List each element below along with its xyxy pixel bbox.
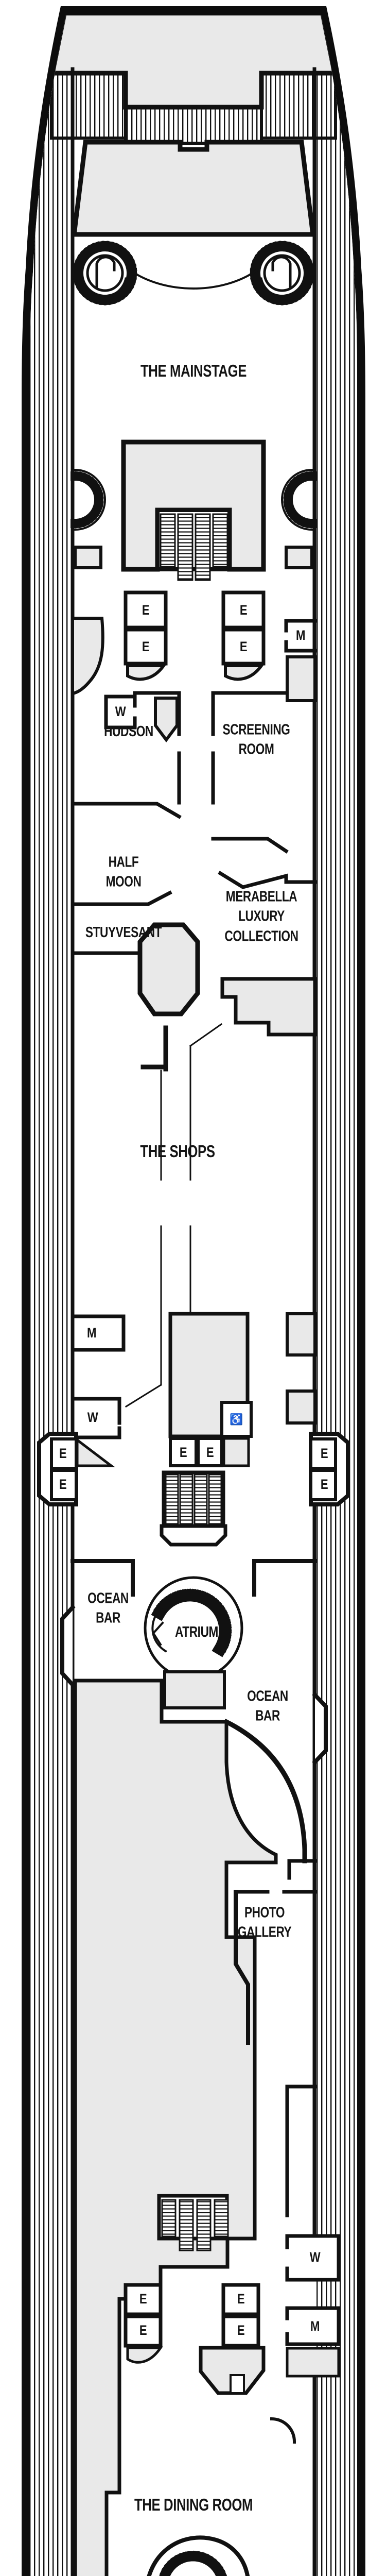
mens-room-label: M <box>295 628 306 643</box>
womens-room-label: W <box>115 704 126 720</box>
dining-entry-gray <box>199 2346 296 2444</box>
lower-elevator-cluster-left <box>124 2283 163 2364</box>
right-gray-room-a <box>286 1312 316 1357</box>
label-atrium: ATRIUM <box>175 1623 218 1640</box>
label-mainstage: THE MAINSTAGE <box>140 361 247 381</box>
label-merabella: MERABELLA LUXURY COLLECTION <box>224 888 298 945</box>
mid-center-block <box>168 1312 253 1467</box>
label-dining-room: THE DINING ROOM <box>134 2495 253 2515</box>
lower-grand-stairs <box>157 2194 229 2251</box>
elevator-label: E <box>139 2291 147 2307</box>
elevator-label: E <box>179 1445 187 1461</box>
elevator-label: E <box>320 1477 328 1493</box>
mid-grand-stairs <box>160 1470 227 1547</box>
label-the-shops: THE SHOPS <box>140 1142 215 1161</box>
side-elevator-octagon-left <box>37 1432 78 1506</box>
gray-kiosk <box>154 697 179 742</box>
stair-heptagon <box>137 922 200 1016</box>
label-hudson: HUDSON <box>104 723 153 740</box>
inner-walls <box>71 67 316 2576</box>
upper-elevator-cluster-right <box>221 590 266 681</box>
elevator-label: E <box>237 2291 245 2307</box>
cloak-gray-left <box>71 617 104 696</box>
label-stuyvesant: STUYVESANT <box>85 924 162 941</box>
label-ocean-bar-stbd: OCEAN BAR <box>247 1688 288 1724</box>
gray-room-right <box>286 655 316 702</box>
stage-side-stairs <box>70 468 317 531</box>
stern-restrooms <box>285 2234 341 2378</box>
upper-restrooms <box>104 619 317 730</box>
elevator-label: E <box>239 602 248 618</box>
label-ocean-bar-port: OCEAN BAR <box>87 1590 129 1626</box>
mid-restrooms <box>71 1314 126 1439</box>
elevator-label: E <box>59 1446 67 1462</box>
elevator-label: E <box>237 2323 245 2338</box>
elevator-label: E <box>239 639 248 655</box>
side-veranda-bands <box>30 69 357 2576</box>
label-screening-room: SCREENING ROOM <box>222 721 290 758</box>
lounge-walls <box>71 691 317 955</box>
lower-elevator-cluster-right <box>221 2283 260 2348</box>
merabella-gray-block <box>220 977 317 1037</box>
side-elevator-octagon-right <box>309 1432 350 1506</box>
ocean-bar-walls <box>60 1559 328 1765</box>
mens-room-label: M <box>310 2318 320 2334</box>
mens-room-label: M <box>86 1325 97 1341</box>
atrium-gray-stub <box>163 1670 226 1709</box>
elevator-label: E <box>142 639 150 655</box>
elevator-label: E <box>320 1446 328 1462</box>
bow-deck-superstructure <box>71 140 316 237</box>
theatre-spiral-stairs <box>73 241 314 305</box>
stage-block <box>74 439 313 581</box>
dining-room-spiral <box>144 2535 251 2576</box>
wheelchair-accessible-icon: ♿ <box>230 1414 243 1426</box>
womens-room-label: W <box>309 2249 321 2265</box>
photo-gallery-walls <box>223 1718 317 2217</box>
upper-elevator-cluster-left <box>124 590 168 681</box>
elevator-label: E <box>206 1445 214 1461</box>
elevator-label: E <box>59 1477 67 1493</box>
label-half-moon: HALF MOON <box>105 854 142 890</box>
elevator-label: E <box>142 602 150 618</box>
right-gray-room-b <box>286 1389 316 1425</box>
womens-room-label: W <box>87 1410 98 1426</box>
label-photo-gallery: PHOTO GALLERY <box>237 1904 292 1941</box>
atrium-spiral <box>144 1576 243 1680</box>
elevator-label: E <box>139 2323 147 2338</box>
